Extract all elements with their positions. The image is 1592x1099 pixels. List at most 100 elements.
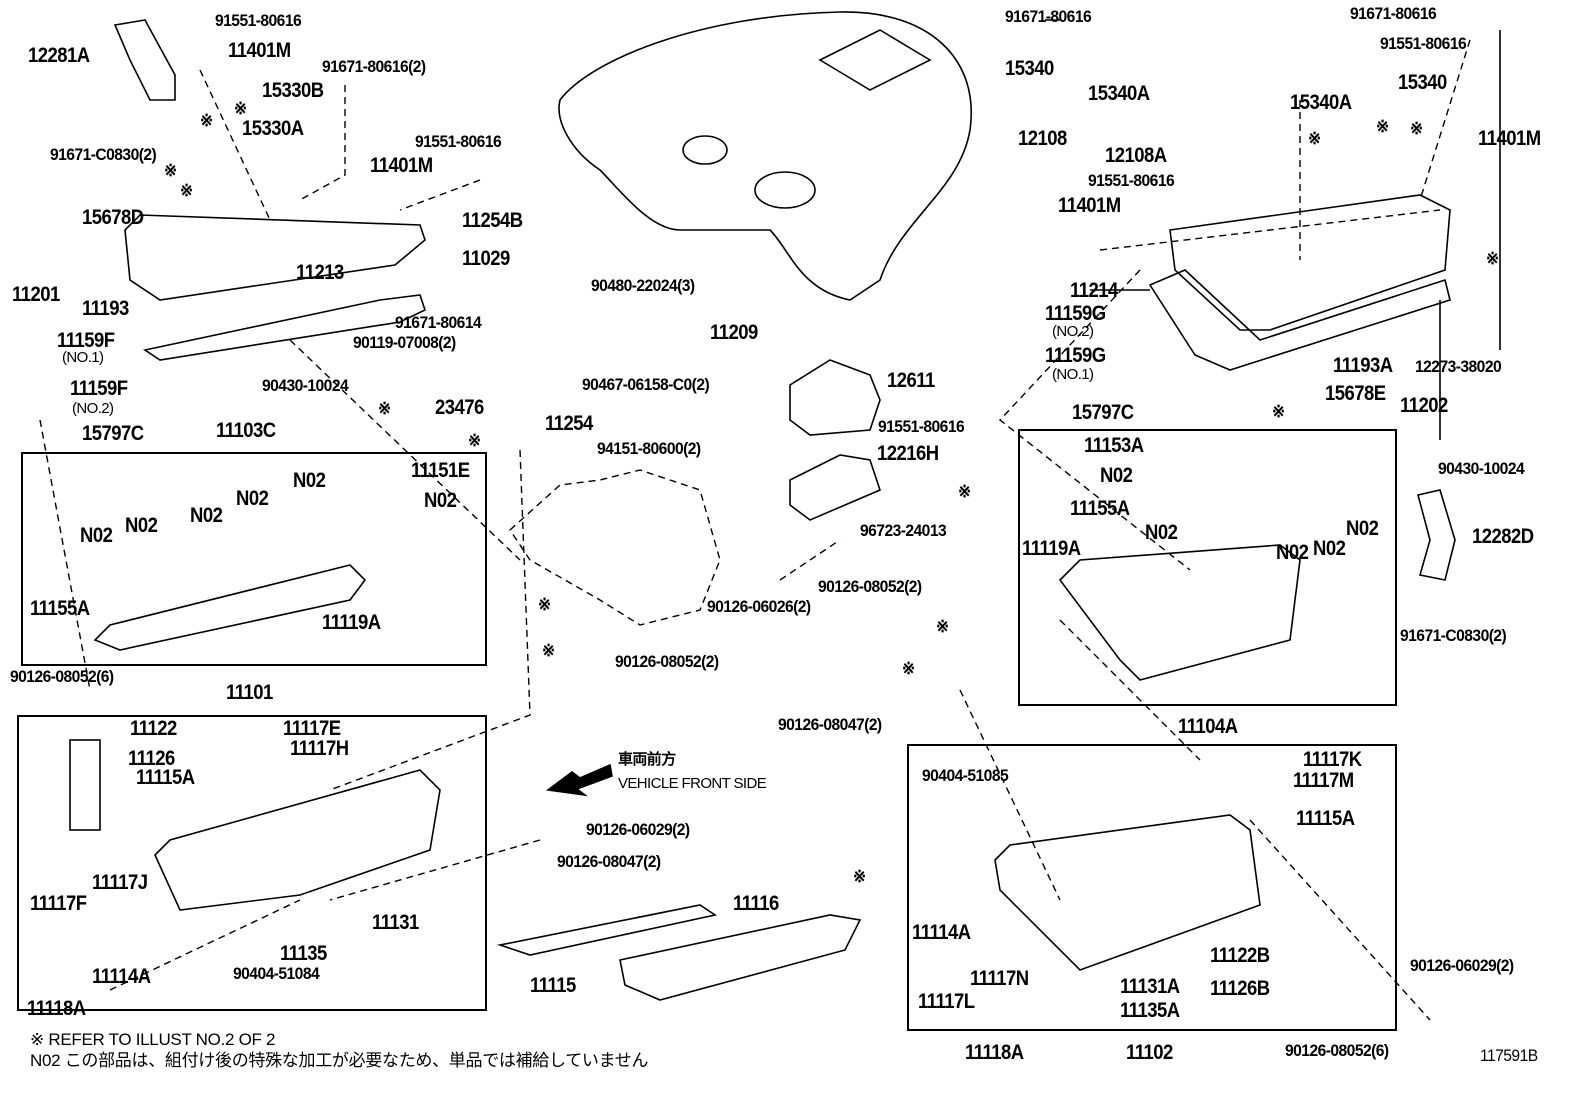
part-callout: 90126-08047(2) (778, 715, 882, 734)
tube-11122 (69, 739, 101, 831)
part-callout: 96723-24013 (860, 521, 947, 540)
vehicle-front-label-en: VEHICLE FRONT SIDE (618, 775, 767, 792)
part-callout: 91551-80616 (1380, 34, 1467, 53)
refer-illust-asterisk: ※ (902, 659, 915, 678)
part-callout: (NO.2) (1052, 323, 1094, 340)
intake-part-11254 (509, 469, 721, 626)
part-callout: 15678E (1325, 382, 1386, 405)
part-callout: N02 (424, 489, 457, 512)
part-callout: N02 (1313, 537, 1346, 560)
part-callout: 11029 (462, 247, 510, 270)
part-callout: 11401M (1478, 127, 1541, 150)
refer-illust-asterisk: ※ (1410, 119, 1423, 138)
bearing-cap-group-frame-left (21, 452, 487, 666)
diagram-id: 117591B (1480, 1046, 1538, 1065)
cover-gasket-right (1148, 269, 1451, 371)
part-callout: 15340A (1290, 91, 1352, 114)
refer-illust-asterisk: ※ (936, 617, 949, 636)
part-callout: (NO.1) (62, 349, 104, 366)
part-callout: (NO.2) (72, 400, 114, 417)
part-callout: 91671-80616 (1005, 7, 1092, 26)
cover-gasket-left (142, 294, 426, 361)
bracket-12282D (1417, 489, 1456, 581)
part-callout: 91551-80616 (415, 132, 502, 151)
part-callout: 91671-80616 (1350, 4, 1437, 23)
part-callout: 11118A (27, 997, 86, 1020)
refer-illust-asterisk: ※ (468, 431, 481, 450)
refer-illust-asterisk: ※ (164, 161, 177, 180)
part-callout: 12216H (877, 442, 939, 465)
part-callout: 11117E (283, 717, 341, 740)
part-callout: 90119-07008(2) (353, 333, 456, 352)
cylinder-head-frame-left (17, 715, 487, 1011)
part-callout: 11122 (130, 717, 177, 740)
part-callout: 90467-06158-C0(2) (582, 375, 710, 394)
cylinder-head-frame-right (907, 744, 1397, 1031)
part-callout: 12611 (887, 369, 935, 392)
part-callout: 11117J (92, 871, 148, 894)
part-callout: 11116 (733, 892, 779, 915)
part-callout: 12281A (28, 44, 90, 67)
head-gasket-11116 (619, 914, 862, 1001)
cover-emblem (682, 135, 728, 165)
part-callout: 90126-06029(2) (1410, 956, 1514, 975)
part-callout: 11401M (228, 39, 291, 62)
part-callout: 11401M (370, 154, 433, 177)
part-callout: 15797C (82, 422, 144, 445)
part-callout: 91671-80616(2) (322, 57, 426, 76)
part-callout: 11117K (1303, 748, 1362, 771)
part-callout: 11131A (1120, 975, 1180, 998)
note-refer-illust: ※ REFER TO ILLUST NO.2 OF 2 (30, 1030, 276, 1049)
part-callout: 12273-38020 (1415, 357, 1502, 376)
part-callout: 91671-C0830(2) (50, 145, 157, 164)
refer-illust-asterisk: ※ (1308, 129, 1321, 148)
part-callout: 11135 (280, 942, 327, 965)
part-callout: 11101 (226, 681, 273, 704)
refer-illust-asterisk: ※ (542, 641, 555, 660)
part-callout: 11213 (296, 261, 344, 284)
camshaft-housing-left (93, 564, 367, 651)
part-callout: 12282D (1472, 525, 1534, 548)
refer-illust-asterisk: ※ (200, 111, 213, 130)
part-callout: 11104A (1178, 715, 1238, 738)
part-callout: 11114A (912, 921, 971, 944)
part-callout: 11155A (1070, 497, 1130, 520)
part-callout: 11102 (1126, 1041, 1173, 1064)
part-callout: 90126-08052(6) (1285, 1041, 1389, 1060)
part-callout: 11401M (1058, 194, 1121, 217)
part-callout: N02 (293, 469, 326, 492)
cylinder-head-left (154, 769, 441, 911)
part-callout: 11115A (136, 766, 195, 789)
part-callout: 11159G (1045, 302, 1106, 325)
part-callout: 11115A (1296, 807, 1355, 830)
part-callout: 11193 (82, 297, 129, 320)
part-callout: 90480-22024(3) (591, 276, 695, 295)
part-callout: 11126 (128, 747, 175, 770)
cylinder-head-right (994, 814, 1261, 971)
cylinder-head-cover-left (124, 214, 426, 301)
part-callout: 91671-C0830(2) (1400, 626, 1507, 645)
part-callout: 11202 (1400, 394, 1448, 417)
note-n02: N02 この部品は、組付け後の特殊な加工が必要なため、単品では補給していません (30, 1051, 649, 1070)
part-callout: 11254 (545, 412, 593, 435)
part-callout: N02 (80, 524, 113, 547)
part-callout: 91551-80616 (878, 417, 965, 436)
cylinder-head-cover-right (1169, 194, 1451, 331)
part-callout: 11117M (1293, 769, 1354, 792)
part-callout: 11117L (918, 990, 975, 1013)
camshaft-housing-right (1058, 544, 1301, 681)
part-callout: 15340A (1088, 82, 1150, 105)
part-callout: 23476 (435, 396, 484, 419)
part-callout: 11153A (1084, 434, 1144, 457)
part-callout: 90126-08052(2) (818, 577, 922, 596)
part-callout: 11201 (12, 283, 60, 306)
part-callout: 15678D (82, 206, 144, 229)
part-callout: 90126-06029(2) (586, 820, 690, 839)
engine-cover (558, 11, 972, 301)
bearing-cap-group-frame-right (1018, 429, 1397, 706)
part-callout: 11115 (530, 974, 576, 997)
water-outlet-12216H (789, 454, 881, 521)
refer-illust-asterisk: ※ (234, 99, 247, 118)
